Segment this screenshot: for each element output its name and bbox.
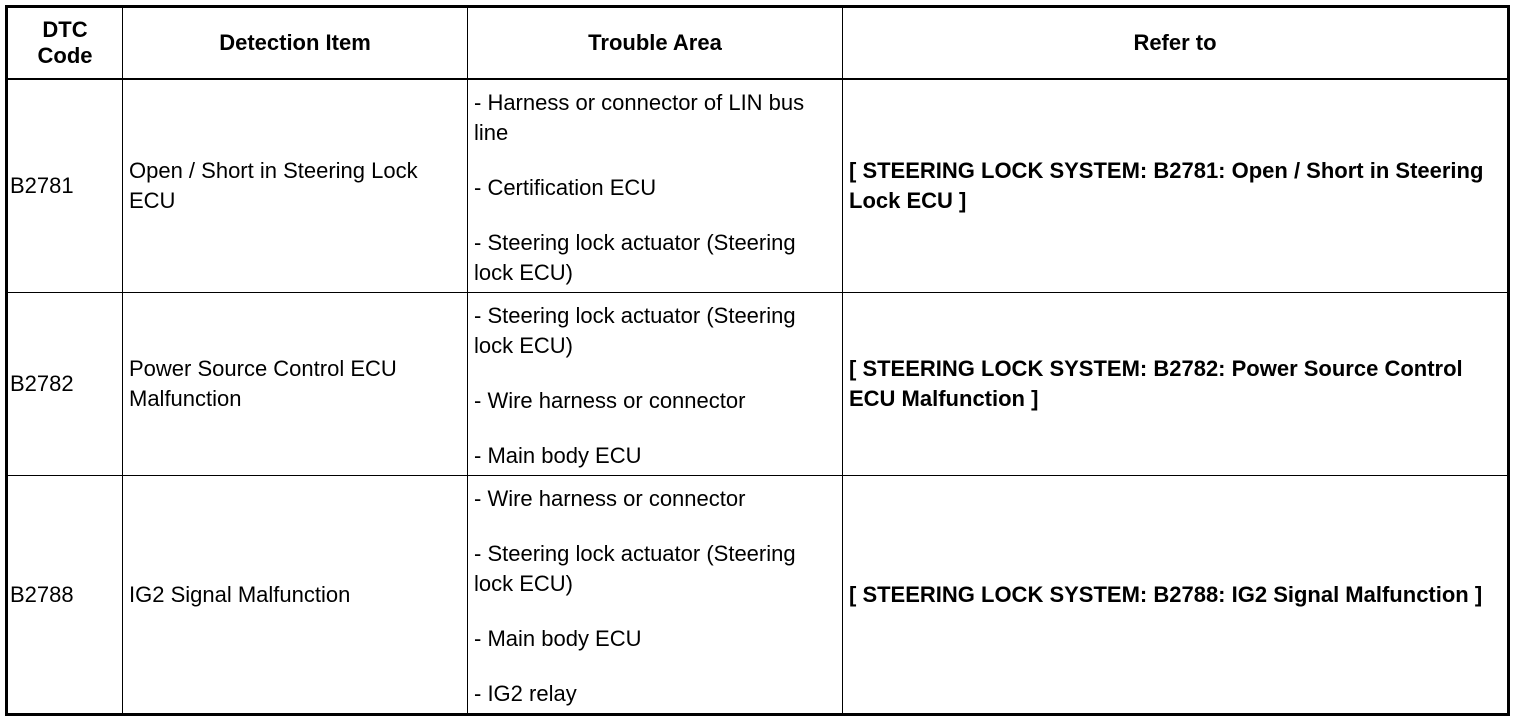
trouble-area-cell: - Wire harness or connector - Steering l…: [467, 475, 843, 715]
trouble-area-item: - IG2 relay: [474, 681, 577, 706]
header-refer-to: Refer to: [842, 6, 1509, 80]
trouble-area-cell: - Steering lock actuator (Steering lock …: [467, 292, 843, 476]
dtc-code-cell: B2782: [6, 292, 123, 476]
header-dtc-code: DTC Code: [6, 6, 123, 80]
trouble-area-item: - Steering lock actuator (Steering lock …: [474, 230, 796, 285]
header-row: DTC Code Detection Item Trouble Area Ref…: [6, 6, 1509, 80]
trouble-area-cell: - Harness or connector of LIN bus line -…: [467, 78, 843, 293]
dtc-code-cell: B2781: [6, 78, 123, 293]
refer-to-link[interactable]: [ STEERING LOCK SYSTEM: B2782: Power Sou…: [842, 292, 1509, 476]
trouble-area-item: - Main body ECU: [474, 626, 642, 651]
trouble-area-item: - Main body ECU: [474, 443, 642, 468]
header-trouble-area: Trouble Area: [467, 6, 843, 80]
detection-item-cell: IG2 Signal Malfunction: [122, 475, 468, 715]
trouble-area-item: - Wire harness or connector: [474, 486, 746, 511]
dtc-code-cell: B2788: [6, 475, 123, 715]
trouble-area-item: - Harness or connector of LIN bus line: [474, 90, 805, 145]
table-row: B2781 Open / Short in Steering Lock ECU …: [6, 78, 1509, 293]
trouble-area-item: - Certification ECU: [474, 175, 657, 200]
table-row: B2782 Power Source Control ECU Malfuncti…: [6, 292, 1509, 476]
detection-item-cell: Open / Short in Steering Lock ECU: [122, 78, 468, 293]
header-detection-item: Detection Item: [122, 6, 468, 80]
table-row: B2788 IG2 Signal Malfunction - Wire harn…: [6, 475, 1509, 715]
refer-to-link[interactable]: [ STEERING LOCK SYSTEM: B2781: Open / Sh…: [842, 78, 1509, 293]
trouble-area-item: - Steering lock actuator (Steering lock …: [474, 303, 796, 358]
dtc-table: DTC Code Detection Item Trouble Area Ref…: [5, 5, 1510, 716]
detection-item-cell: Power Source Control ECU Malfunction: [122, 292, 468, 476]
trouble-area-item: - Wire harness or connector: [474, 388, 746, 413]
trouble-area-item: - Steering lock actuator (Steering lock …: [474, 541, 796, 596]
refer-to-link[interactable]: [ STEERING LOCK SYSTEM: B2788: IG2 Signa…: [842, 475, 1509, 715]
